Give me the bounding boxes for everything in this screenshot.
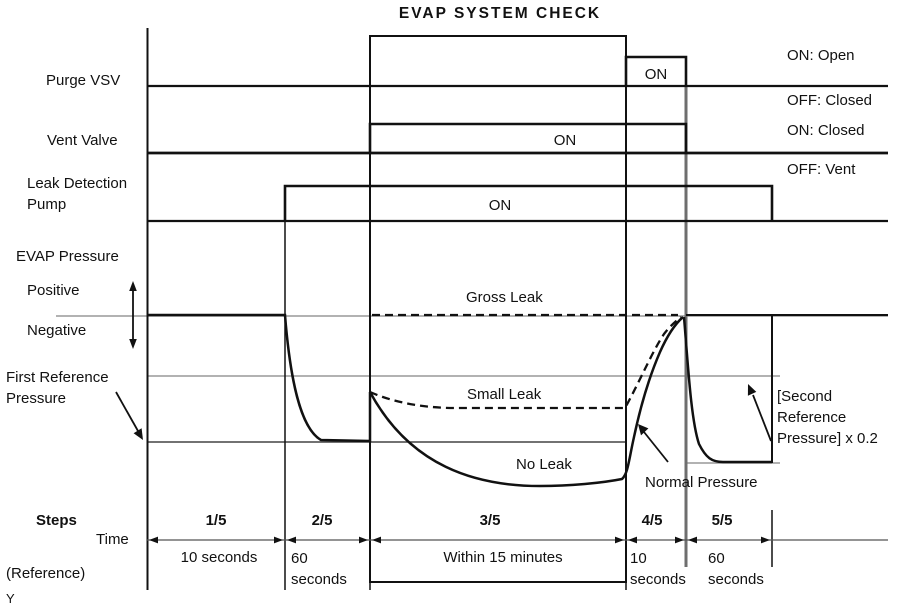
legend-purge-on: ON: Open xyxy=(787,47,855,64)
vent-valve-pulse xyxy=(368,122,688,153)
time-header: Time xyxy=(96,531,129,548)
arrowhead-up xyxy=(129,281,137,291)
label-first-reference-pressure: First Reference Pressure xyxy=(6,367,109,409)
label-leak-detection-line2: Pump xyxy=(27,196,67,213)
label-first-reference-line2: Pressure xyxy=(6,390,67,407)
leak-pump-pulse xyxy=(283,184,774,221)
purge-on-state: ON xyxy=(644,66,668,83)
label-evap-pressure: EVAP Pressure xyxy=(16,248,119,265)
duration-step5: 60 seconds xyxy=(708,548,764,590)
normal-pressure-label: Normal Pressure xyxy=(645,474,758,491)
page-title: EVAP SYSTEM CHECK xyxy=(398,5,602,22)
second-reference-line1: [Second xyxy=(777,388,833,405)
pressure-traces xyxy=(147,313,888,488)
arrowhead-down xyxy=(129,339,137,349)
steps-header: Steps xyxy=(36,512,77,529)
vent-on-state: ON xyxy=(553,132,577,149)
small-leak-label: Small Leak xyxy=(467,386,542,403)
label-purge-vsv: Purge VSV xyxy=(46,72,121,89)
step-label-4: 4/5 xyxy=(641,512,663,529)
legend-purge-off: OFF: Closed xyxy=(787,92,873,109)
step-label-2: 2/5 xyxy=(311,512,333,529)
duration-step5-line2: seconds xyxy=(708,571,764,588)
duration-step2-line1: 60 xyxy=(291,550,308,567)
gross-leak-label: Gross Leak xyxy=(466,289,543,306)
step-boundaries xyxy=(146,28,773,590)
label-leak-detection-pump: Leak Detection Pump xyxy=(27,173,127,215)
label-leak-detection-line1: Leak Detection xyxy=(27,175,128,192)
time-span-arrowheads xyxy=(149,536,770,544)
step5-drop-curve xyxy=(682,316,772,464)
step-label-1: 1/5 xyxy=(205,512,227,529)
duration-step2-line2: seconds xyxy=(291,571,347,588)
signal-traces xyxy=(147,55,888,223)
label-negative: Negative xyxy=(27,322,87,339)
label-positive: Positive xyxy=(27,282,80,299)
pressure-step1-2-trace xyxy=(147,313,372,443)
duration-step2: 60 seconds xyxy=(291,548,347,590)
second-reference-label: [Second Reference Pressure] x 0.2 xyxy=(777,386,878,449)
step3-window-box xyxy=(369,35,627,583)
reference-header: (Reference) xyxy=(6,565,86,582)
footer-mark: Y xyxy=(6,591,15,606)
small-leak-curve xyxy=(369,316,682,410)
step-label-3: 3/5 xyxy=(479,512,501,529)
second-reference-arrow xyxy=(747,384,772,442)
first-reference-arrow xyxy=(115,391,143,440)
duration-step4-line1: 10 xyxy=(630,550,647,567)
duration-step3: Within 15 minutes xyxy=(443,549,563,566)
duration-step1: 10 seconds xyxy=(180,549,258,566)
label-first-reference-line1: First Reference xyxy=(6,369,109,386)
second-reference-line2: Reference xyxy=(777,409,847,426)
normal-pressure-arrow xyxy=(638,424,669,463)
duration-step5-line1: 60 xyxy=(708,550,725,567)
duration-step4-line2: seconds xyxy=(630,571,686,588)
legend-vent-off: OFF: Vent xyxy=(787,161,856,178)
pressure-range-arrow xyxy=(129,281,137,349)
duration-step4: 10 seconds xyxy=(630,548,686,590)
pump-on-state: ON xyxy=(488,197,512,214)
purge-vsv-pulse xyxy=(624,55,688,86)
label-vent-valve: Vent Valve xyxy=(47,132,118,149)
step-label-5: 5/5 xyxy=(711,512,733,529)
no-leak-label: No Leak xyxy=(516,456,572,473)
no-leak-curve xyxy=(368,316,684,488)
time-axis xyxy=(147,536,888,544)
second-reference-line3: Pressure] x 0.2 xyxy=(777,430,878,447)
legend-vent-on: ON: Closed xyxy=(787,122,865,139)
